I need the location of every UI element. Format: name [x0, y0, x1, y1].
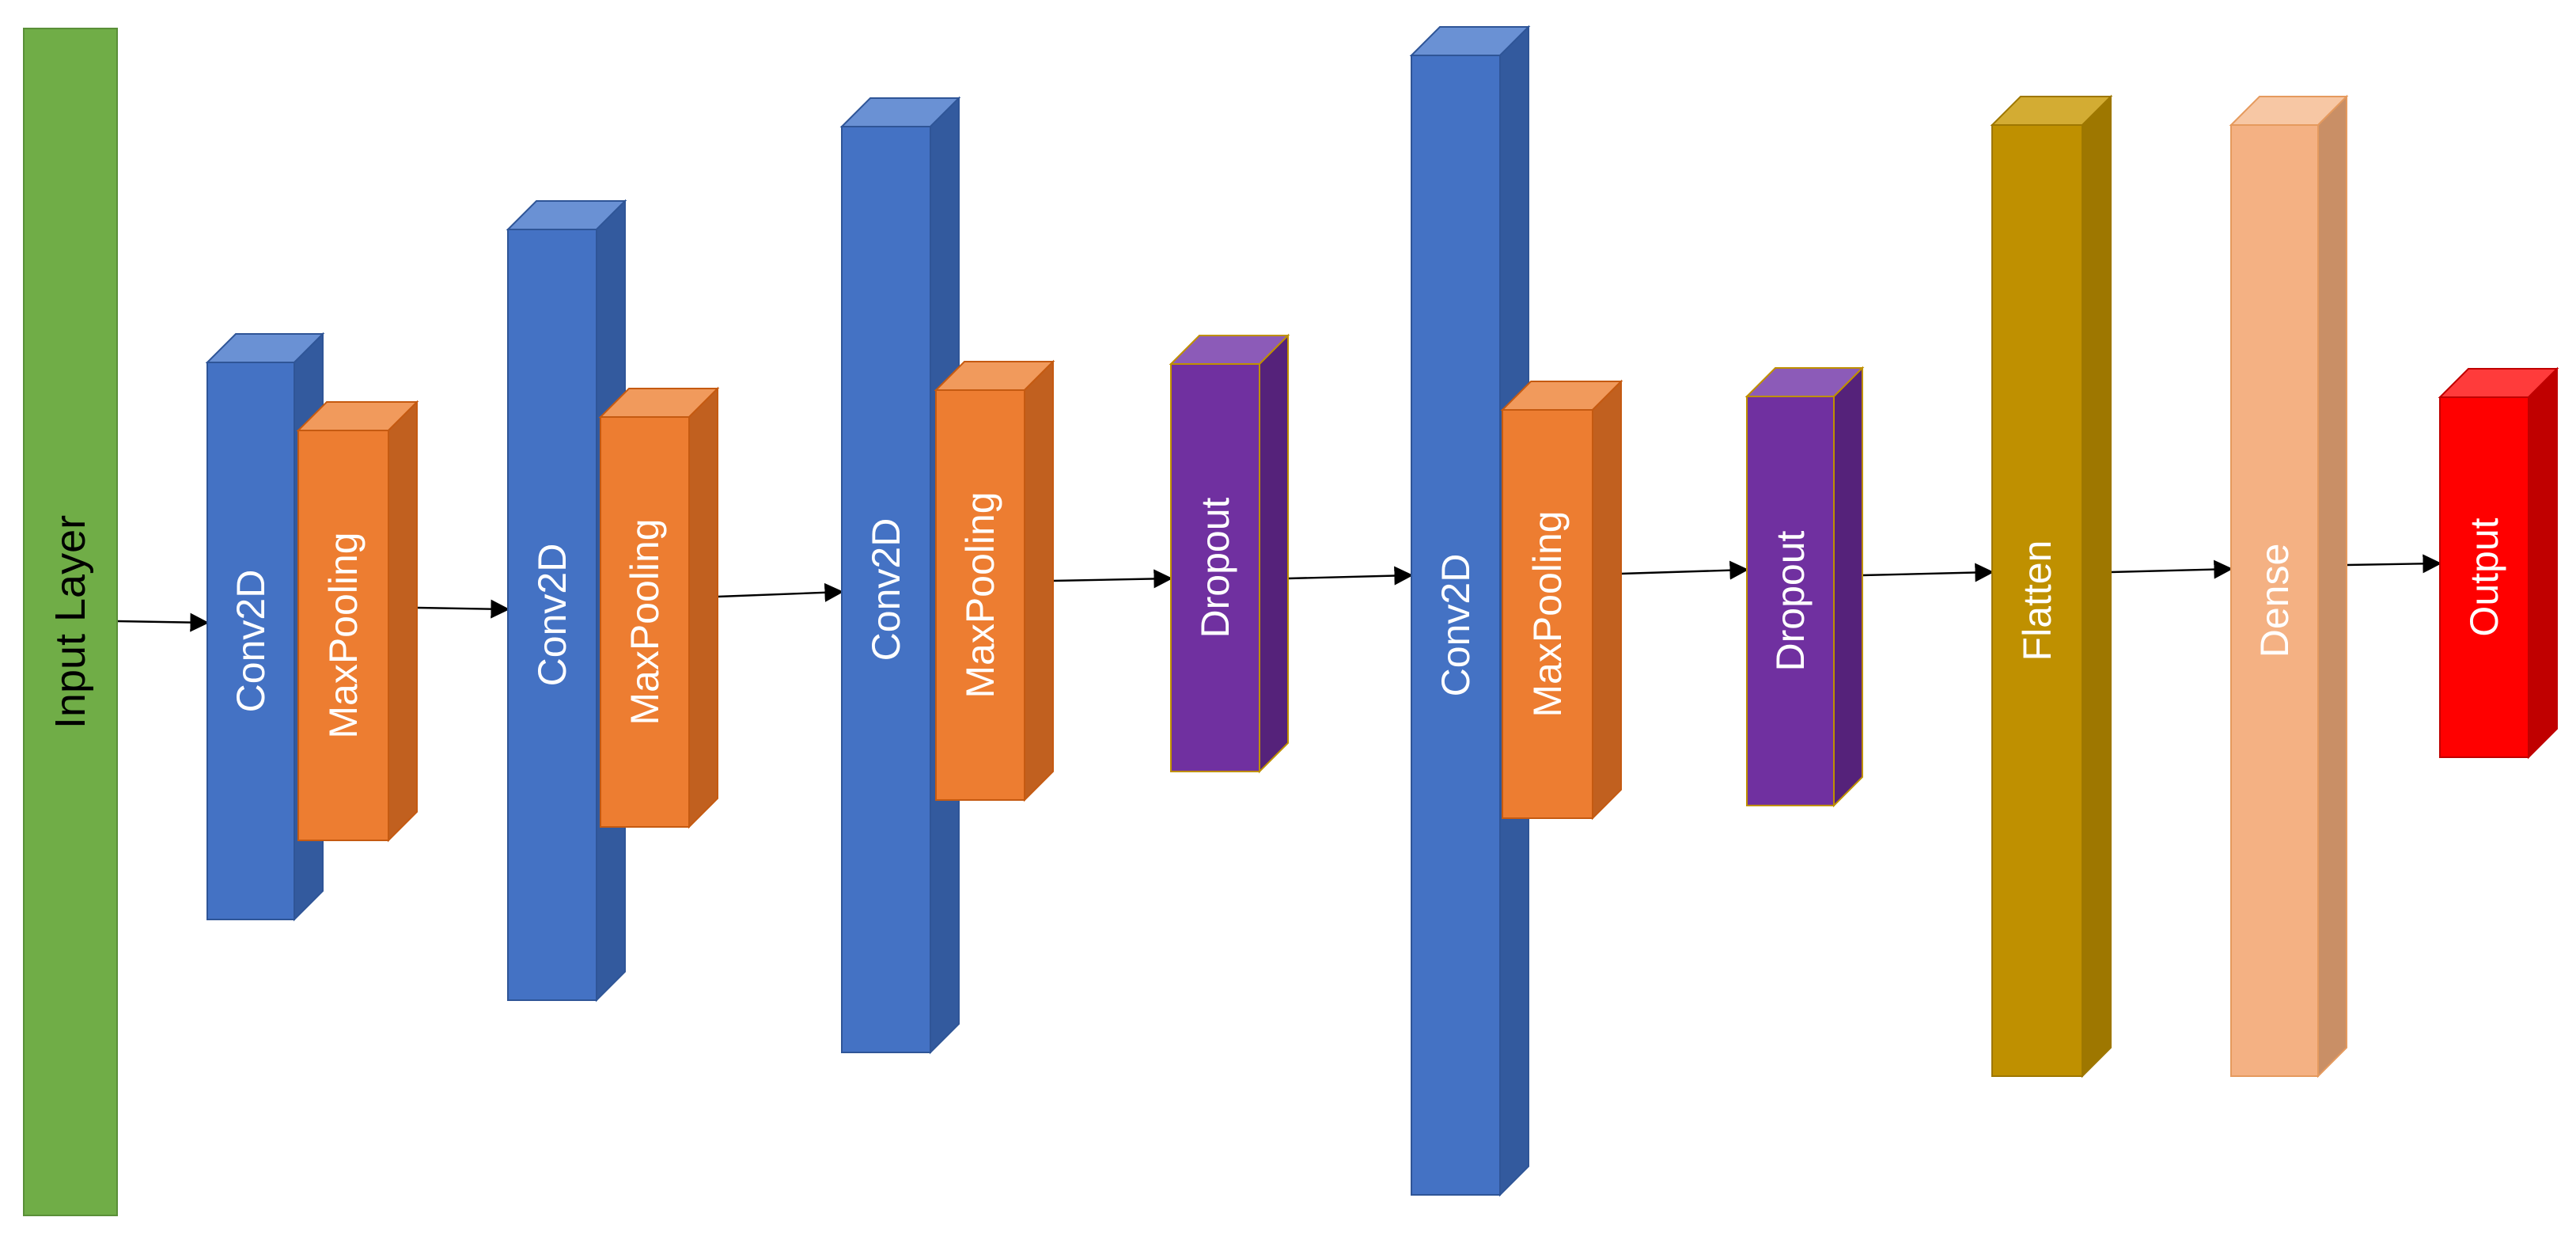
layer-label-input: Input Layer	[47, 515, 94, 729]
layer-block-pool2: MaxPooling	[598, 386, 720, 829]
layer-front-face	[23, 28, 118, 1216]
layer-label-conv4: Conv2D	[1434, 554, 1478, 697]
layer-block-drop1: Dropout	[1169, 333, 1290, 774]
layer-label-output: Output	[2462, 518, 2506, 636]
layer-front-face	[507, 229, 597, 1001]
arrow-pool1-to-conv2	[416, 599, 510, 619]
layer-front-face	[1170, 363, 1260, 772]
arrow-pool4-to-drop2	[1620, 560, 1749, 580]
layer-side-face	[2082, 94, 2112, 1079]
arrow-pool2-to-conv3	[717, 582, 844, 602]
layer-front-face	[1502, 409, 1593, 819]
layer-block-flatten: Flatten	[1990, 94, 2113, 1079]
layer-front-face	[841, 126, 931, 1053]
arrow-pool3-to-drop1	[1052, 569, 1173, 589]
arrow-input-to-conv1	[116, 612, 210, 632]
layer-block-output: Output	[2438, 366, 2559, 760]
layer-side-face	[388, 400, 418, 843]
layer-block-pool1: MaxPooling	[296, 400, 419, 843]
layer-block-dense: Dense	[2229, 94, 2349, 1079]
layer-front-face	[206, 362, 295, 920]
arrow-dense-to-output	[2346, 554, 2442, 574]
layer-label-pool2: MaxPooling	[623, 518, 667, 725]
layer-front-face	[1411, 55, 1501, 1196]
layer-front-face	[2230, 124, 2319, 1077]
layer-side-face	[1833, 366, 1863, 808]
layer-label-conv1: Conv2D	[229, 570, 273, 713]
layer-block-drop2: Dropout	[1744, 366, 1865, 808]
layer-front-face	[297, 430, 389, 841]
layer-label-drop2: Dropout	[1768, 530, 1813, 671]
layer-side-face	[1259, 333, 1289, 774]
layer-blocks: Input Layer Conv2D MaxPooling Conv2D MaxPool…	[23, 25, 2559, 1216]
layer-block-input: Input Layer	[23, 28, 118, 1216]
layer-label-flatten: Flatten	[2015, 540, 2059, 662]
layer-front-face	[2439, 396, 2529, 758]
layer-label-pool1: MaxPooling	[321, 532, 366, 738]
layer-front-face	[1991, 124, 2083, 1077]
arrow-drop2-to-flatten	[1862, 563, 1995, 582]
layer-label-conv3: Conv2D	[864, 518, 908, 662]
arrow-flatten-to-dense	[2110, 559, 2233, 579]
layer-block-pool3: MaxPooling	[934, 359, 1055, 802]
layer-label-dense: Dense	[2252, 544, 2297, 658]
layer-block-pool4: MaxPooling	[1500, 379, 1623, 821]
connection-arrows	[116, 554, 2442, 632]
layer-label-drop1: Dropout	[1193, 497, 1237, 638]
layer-side-face	[1592, 379, 1622, 821]
layer-side-face	[1024, 359, 1054, 802]
layer-label-pool3: MaxPooling	[958, 491, 1002, 698]
arrow-drop1-to-conv4	[1287, 566, 1414, 586]
layer-front-face	[1746, 396, 1835, 806]
layer-side-face	[2317, 94, 2347, 1079]
layer-front-face	[935, 389, 1025, 801]
layer-front-face	[600, 416, 690, 828]
layer-label-pool4: MaxPooling	[1525, 510, 1570, 717]
layer-label-conv2: Conv2D	[530, 544, 574, 687]
layer-side-face	[688, 386, 718, 829]
layer-side-face	[2528, 366, 2558, 760]
